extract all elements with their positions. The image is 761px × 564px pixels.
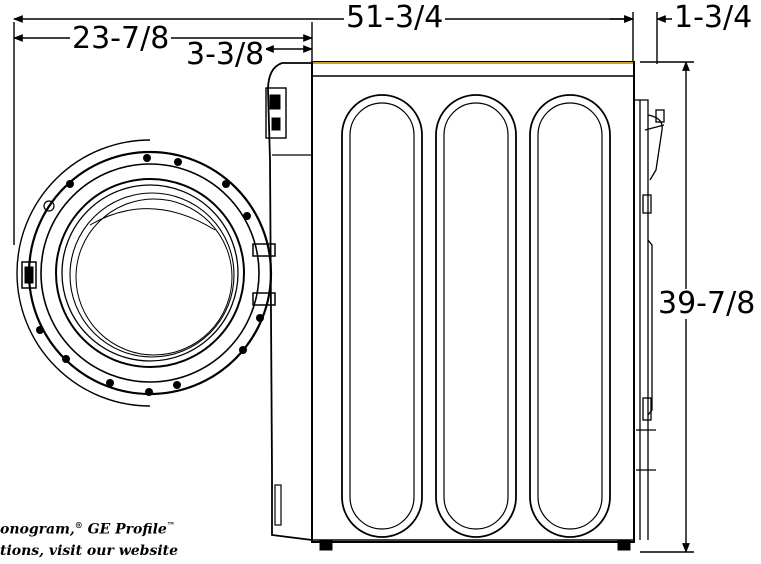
door-hinge-lower [252,292,276,306]
panel-rib-3 [529,94,611,538]
foot-front [319,539,333,551]
footnote-brand-profile: GE Profile [82,521,167,538]
panel-rib-3-inner [537,102,603,530]
panel-rib-1-inner [349,102,415,530]
cabinet [265,61,665,551]
door-glass-ring-4 [75,198,233,356]
height-label: 39-7/8 [656,286,758,321]
door-hinge-upper [252,243,276,257]
door-handle [21,261,37,289]
door-screws [36,154,264,396]
front-panel [267,62,313,541]
footnote-line-2: tions, visit our website [0,543,179,559]
panel-rib-2 [435,94,517,538]
door-glass-ring-2 [61,184,239,362]
dimension-lines [13,12,694,553]
registered-mark: ® [74,520,83,530]
panel-rib-1 [341,94,423,538]
control-button [271,117,281,131]
door-glass-ring-1 [55,178,245,368]
control-knob-housing [265,87,287,139]
door-outer-edge [16,139,151,407]
overall-depth-label: 51-3/4 [344,0,446,35]
door-depth-label: 3-3/8 [184,37,267,72]
door-handle-inner [24,266,34,284]
door-glass-reflection [89,208,216,231]
foot-rear [617,539,631,551]
door-glass-ring-3 [69,192,235,358]
front-foot-slot [274,484,282,526]
trademark-mark: ™ [166,520,175,530]
door-mark-circle [43,200,55,212]
door-assembly [16,139,276,407]
door-trim-ring [40,163,260,383]
control-knob [269,94,281,110]
footnote-line-1: onogram,® GE Profile™ [0,520,175,538]
rear-clearance-label: 1-3/4 [672,0,755,35]
panel-rib-2-inner [443,102,509,530]
rear-plumbing [634,99,665,540]
door-open-depth-label: 23-7/8 [70,21,172,56]
footnote-brand-text: onogram, [0,521,75,538]
cabinet-body [311,61,635,543]
